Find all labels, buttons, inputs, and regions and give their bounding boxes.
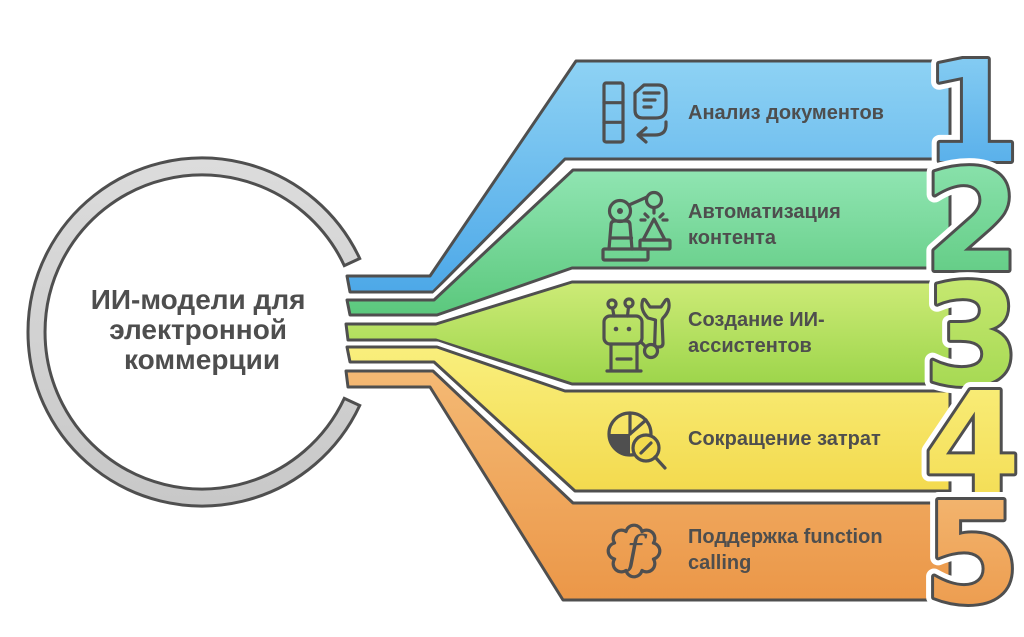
band-1-label: Анализ документов <box>688 102 884 124</box>
number-1: 1 <box>923 32 1020 195</box>
band-5-shape <box>344 369 952 602</box>
robot-arm-icon <box>601 190 672 262</box>
number-5: 5 <box>923 473 1020 636</box>
number-3-keyline: 3 <box>923 255 1020 418</box>
step-numbers: 1 1 2 2 3 3 4 4 5 5 <box>915 24 1024 637</box>
band-3-shape <box>344 280 952 386</box>
number-3: 3 <box>923 255 1020 418</box>
number-2-keyline: 2 <box>923 141 1020 304</box>
band-4-shape <box>345 345 952 493</box>
document-analysis-icon <box>602 81 668 144</box>
band-4: Сокращение затрат <box>341 341 956 497</box>
hub-ring <box>26 156 362 508</box>
number-2: 2 <box>923 141 1020 304</box>
band-5: f Поддержка function calling <box>340 365 956 606</box>
number-1-keyline: 1 <box>923 32 1020 195</box>
band-3-label: Создание ИИ- ассистентов <box>688 309 830 357</box>
band-5-label: Поддержка function calling <box>688 526 888 574</box>
band-1-shape <box>345 59 952 294</box>
band-3: Создание ИИ- ассистентов <box>340 276 956 390</box>
band-2-shape <box>345 168 952 317</box>
band-1: Анализ документов <box>341 55 956 298</box>
number-5-keyline: 5 <box>923 473 1020 636</box>
robot-assistant-wrench-icon <box>602 297 671 373</box>
band-2: Автоматизация контента <box>341 164 956 321</box>
number-4: 4 <box>923 363 1020 526</box>
number-4-keyline: 4 <box>923 363 1020 526</box>
band-4-label: Сокращение затрат <box>688 428 881 450</box>
hub-title: ИИ-модели для электронной коммерции <box>91 284 313 375</box>
pie-chart-magnifier-icon <box>607 411 667 470</box>
band-2-label: Автоматизация контента <box>688 201 846 249</box>
